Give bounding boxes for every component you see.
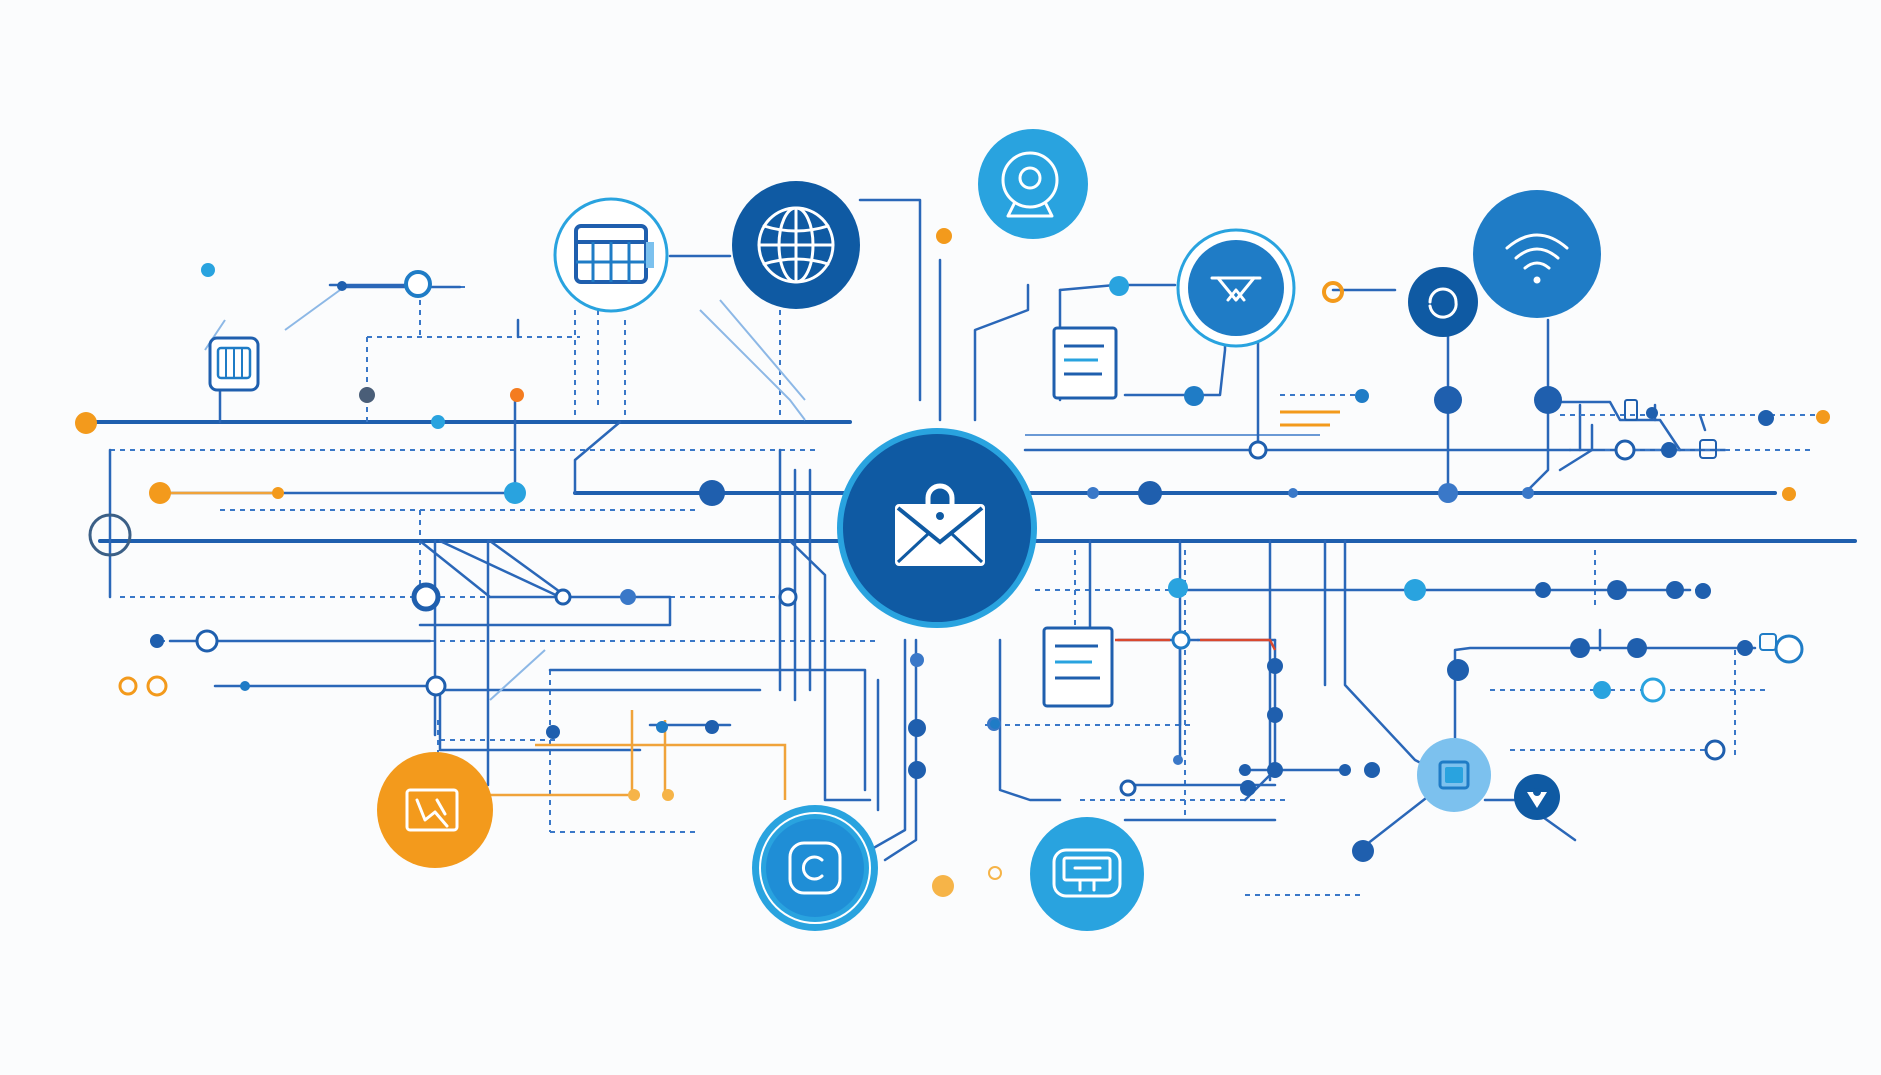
connection-dots [75,228,1830,905]
tent-icon [1210,276,1262,302]
wifi-node[interactable] [1473,190,1601,318]
refresh-circle-icon [788,841,842,895]
map-pin-icon [1527,788,1547,808]
tablet-node[interactable] [377,752,493,868]
calendar-card-icon [208,336,260,392]
lock-small-icon [1624,399,1717,459]
chip-node[interactable] [1417,738,1491,812]
document-icon [1042,626,1114,708]
document-icon [1052,326,1118,400]
tent-node[interactable] [1176,228,1296,348]
envelope-lock-icon [895,483,985,566]
central-hub[interactable] [837,428,1037,628]
globe-node[interactable] [732,181,860,309]
refresh-node[interactable] [752,805,878,931]
sync-node[interactable] [1408,267,1478,337]
monitor-icon [1052,848,1122,898]
calendar-node[interactable] [553,197,669,313]
tablet-hand-icon [405,788,459,832]
orange-bars-icon [1280,410,1340,427]
webcam-node[interactable] [978,129,1088,239]
plug-icon [1759,633,1777,651]
pin-node[interactable] [1514,774,1560,820]
webcam-icon [1001,151,1059,218]
calendar-grid-icon [574,224,654,284]
chip-icon [1438,760,1470,790]
sync-icon [1428,287,1458,319]
wifi-icon [1505,233,1569,284]
globe-icon [757,206,835,284]
monitor-node[interactable] [1030,817,1144,931]
